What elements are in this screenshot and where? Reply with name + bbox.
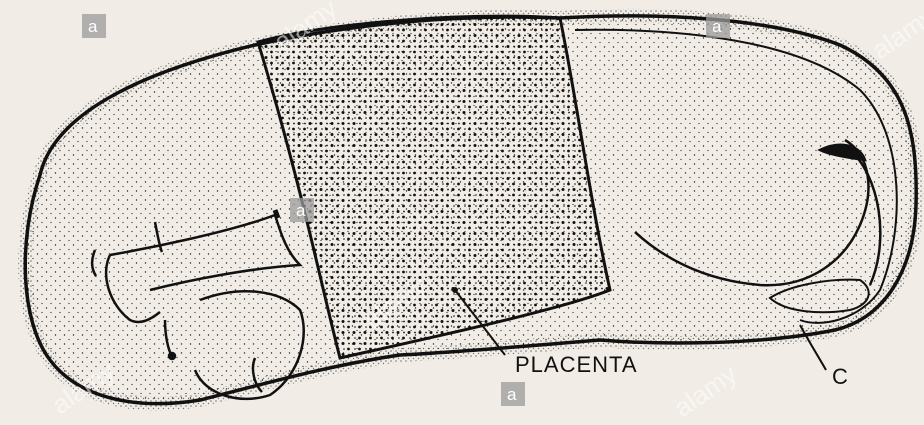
watermark-badge-top-left: a [82,14,106,38]
svg-text:a: a [88,17,98,36]
svg-text:a: a [712,17,722,36]
watermark-badge-center: a [290,198,314,222]
svg-text:a: a [507,385,517,404]
watermark-badge-bottom-center: a [501,382,525,406]
watermark-text-2: alamy [866,1,924,65]
c-label: C [832,364,849,389]
watermark-badge-top-right: a [706,14,730,38]
watermark-text-4: alamy [668,359,742,423]
placenta-label: PLACENTA [515,352,638,377]
svg-text:a: a [296,201,306,220]
